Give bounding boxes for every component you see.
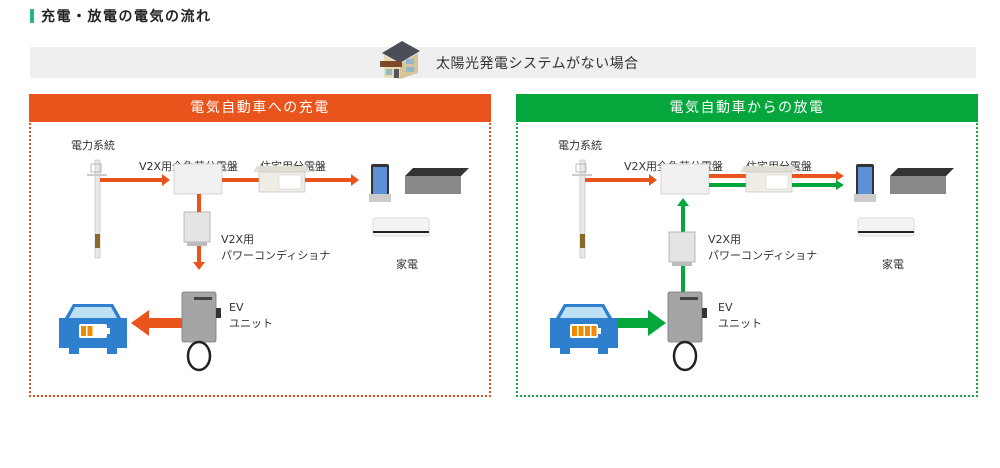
flow-arrow-grid-to-v2x: [100, 174, 170, 186]
flow-arrow-car-to-ev-unit: [616, 310, 666, 336]
electric-car-icon: [550, 304, 618, 354]
flow-line-v2x-to-pcs: [197, 194, 201, 212]
pcs-label-line1: V2X用: [221, 233, 255, 246]
power-conditioner-icon: [183, 211, 211, 246]
charge-diagram: [59, 159, 469, 372]
flow-lines-v2x-to-home: [709, 174, 746, 187]
flow-arrow-home-to-appliances: [305, 174, 359, 186]
electric-car-icon: [59, 304, 127, 354]
ev-unit-label-line1: EV: [718, 301, 733, 314]
utility-pole-icon: [87, 159, 107, 259]
battery-cell: [585, 326, 590, 336]
flow-arrow-pcs-to-v2x: [677, 198, 689, 232]
battery-cell: [572, 326, 577, 336]
battery-level-icon: [572, 326, 597, 336]
ev-unit-label-line1: EV: [229, 301, 244, 314]
pcs-label-line2: パワーコンディショナ: [708, 249, 818, 262]
flow-arrow-ev-unit-to-car: [131, 310, 182, 336]
battery-cell: [578, 326, 584, 336]
v2x-distribution-panel-icon: [660, 163, 710, 195]
power-conditioner-icon: [668, 231, 696, 266]
appliances-label: 家電: [882, 258, 904, 271]
ev-unit-icon: [667, 291, 707, 372]
flow-arrow-grid-to-v2x: [585, 174, 657, 186]
charge-panel: 電気自動車への充電 電力系統 V2X用全負荷分電盤 住宅用分電盤 V2X用 パワ…: [29, 94, 491, 397]
flow-arrow-pcs-to-ev-unit: [193, 246, 205, 270]
v2x-distribution-panel-icon: [173, 163, 223, 195]
ev-unit-icon: [181, 291, 221, 372]
flow-line-ev-unit-to-pcs: [681, 266, 685, 292]
house-icon: [376, 39, 424, 79]
ev-unit-label-line2: ユニット: [718, 317, 762, 330]
home-distribution-panel-icon: [740, 166, 798, 193]
appliances-icon: [854, 164, 954, 237]
condition-banner: 太陽光発電システムがない場合: [30, 41, 976, 79]
title-text: 充電・放電の電気の流れ: [41, 9, 212, 25]
appliances-label: 家電: [396, 258, 418, 271]
pcs-label-line1: V2X用: [708, 233, 742, 246]
section-title: 充電・放電の電気の流れ: [30, 6, 212, 26]
home-distribution-panel-icon: [253, 166, 311, 193]
flow-arrow-v2x-to-home: [222, 178, 259, 182]
title-accent-bar: [30, 9, 34, 23]
discharge-panel: 電気自動車からの放電 電力系統 V2X用全負荷分電盤 住宅用分電盤 V2X用 パ…: [516, 94, 978, 397]
utility-pole-icon: [572, 159, 592, 259]
charge-panel-title: 電気自動車への充電: [29, 94, 491, 122]
pcs-label-line2: パワーコンディショナ: [221, 249, 331, 262]
grid-label: 電力系統: [71, 139, 115, 152]
appliances-icon: [369, 164, 469, 237]
battery-cell: [87, 326, 93, 336]
discharge-panel-title: 電気自動車からの放電: [516, 94, 978, 122]
grid-label: 電力系統: [558, 139, 602, 152]
battery-cell: [591, 326, 597, 336]
battery-level-icon: [81, 326, 93, 336]
battery-cell: [81, 326, 86, 336]
ev-unit-label-line2: ユニット: [229, 317, 273, 330]
banner-text: 太陽光発電システムがない場合: [436, 56, 639, 72]
discharge-diagram: [550, 159, 954, 372]
flow-arrows-home-to-appliances: [792, 171, 844, 190]
